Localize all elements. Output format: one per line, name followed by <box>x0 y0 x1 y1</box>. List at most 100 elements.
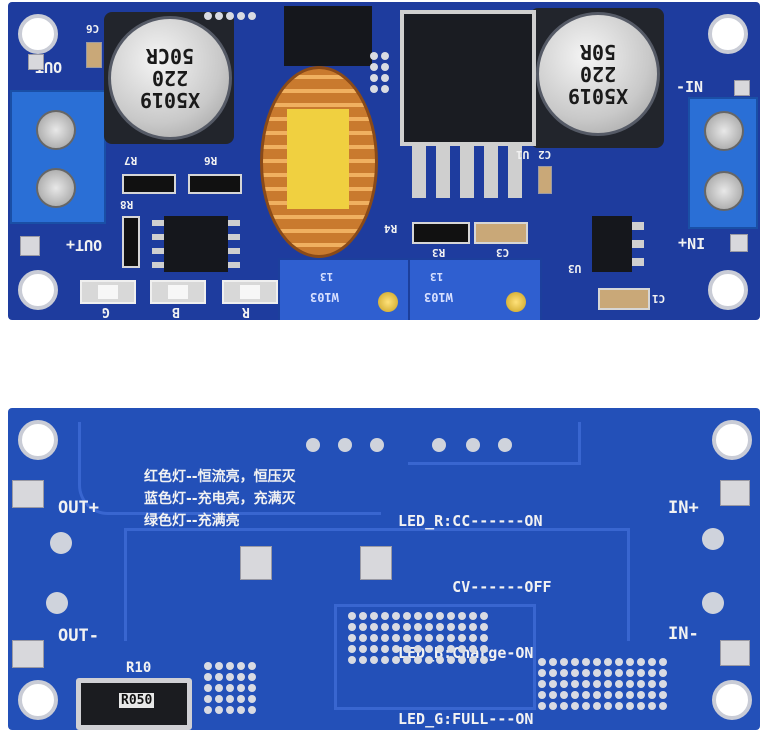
out-minus-label: OUT- <box>58 626 99 646</box>
cap-left-line3: 50CR <box>145 44 195 68</box>
resistor-r6 <box>188 174 242 194</box>
led-r-label: R <box>242 304 250 319</box>
regulator-pin <box>632 240 644 248</box>
diode-package <box>284 6 372 66</box>
mounting-hole-bottom-left <box>18 680 58 720</box>
regulator-pin <box>508 142 522 198</box>
note-blue: 蓝色灯--充电亮，充满灭 <box>144 491 296 507</box>
led-g-label: G <box>102 304 110 319</box>
via-array <box>204 12 256 20</box>
in-minus-label: IN- <box>668 624 699 644</box>
screw-icon <box>704 171 744 211</box>
c6-label: C6 <box>86 22 100 35</box>
ic-pin <box>152 220 164 226</box>
led-status-notes: LED_R:CC------ON CV------OFF LED_B:Charg… <box>398 466 552 730</box>
screw-icon <box>704 111 744 151</box>
note-red: 红色灯--恒流亮，恒压灭 <box>144 469 296 485</box>
copper-trace <box>124 528 630 641</box>
mounting-hole-top-right <box>712 420 752 460</box>
solder-pad <box>734 80 750 96</box>
via-array <box>538 658 667 710</box>
via <box>50 532 72 554</box>
out-plus-label: OUT+ <box>58 498 99 518</box>
potentiometer-right[interactable]: W103 13 <box>408 258 542 320</box>
in-minus-label: -IN <box>676 78 704 96</box>
mounting-hole-top-left <box>18 14 58 54</box>
cap-right-line3: 50R <box>579 40 617 64</box>
note-led-g: LED_G:FULL---ON <box>398 710 534 728</box>
solder-pad <box>28 54 44 70</box>
copper-trace <box>78 422 381 515</box>
solder-pad <box>240 546 272 580</box>
regulator-pin <box>632 258 644 266</box>
solder-pad-out-minus <box>12 640 44 668</box>
r10-label: R10 <box>126 660 152 676</box>
regulator-pin <box>484 142 498 198</box>
potentiometer-left[interactable]: W103 13 <box>278 258 410 320</box>
mounting-hole-top-right <box>708 14 748 54</box>
via <box>338 438 352 452</box>
mounting-hole-bottom-right <box>712 680 752 720</box>
resistor-r3 <box>412 222 470 244</box>
control-ic <box>164 216 228 272</box>
regulator-pin <box>460 142 474 198</box>
via-array <box>370 52 389 93</box>
ic-pin <box>228 220 240 226</box>
cap-left-line1: X5019 <box>139 88 201 112</box>
u3-label: U3 <box>568 262 582 275</box>
ic-pin <box>152 262 164 268</box>
ic-pin <box>228 248 240 254</box>
note-green: 绿色灯--充满亮 <box>144 513 240 529</box>
pot-left-label: W103 <box>310 290 339 304</box>
u1-label: U1 <box>516 148 530 161</box>
cap-right-line2: 220 <box>579 62 617 86</box>
r6-label: R6 <box>204 154 218 167</box>
r7-label: R7 <box>124 154 138 167</box>
solder-pad-in-minus <box>720 640 750 666</box>
smd-cap-c1 <box>598 288 650 310</box>
via <box>702 592 724 614</box>
led-blue <box>150 280 206 304</box>
via <box>370 438 384 452</box>
input-terminal-block <box>688 97 758 229</box>
via <box>306 438 320 452</box>
bottom-pcb-board: OUT+ OUT- IN+ IN- 红色灯--恒流亮，恒压灭 蓝色灯--充电亮，… <box>8 408 760 730</box>
via <box>466 438 480 452</box>
in-plus-label: IN+ <box>678 234 706 252</box>
output-terminal-block <box>10 90 106 224</box>
c1-label: C1 <box>652 292 666 305</box>
resistor-r7 <box>122 174 176 194</box>
smd-cap-c6 <box>86 42 102 68</box>
regulator-pin <box>436 142 450 198</box>
smd-cap-c2 <box>538 166 552 194</box>
via <box>432 438 446 452</box>
solder-pad <box>360 546 392 580</box>
cap-left-line2: 220 <box>151 66 189 90</box>
ic-pin <box>228 262 240 268</box>
solder-pad-in-plus <box>720 480 750 506</box>
pot-right-label: W103 <box>424 290 453 304</box>
r10-value: R050 <box>119 693 155 708</box>
mounting-hole-top-left <box>18 420 58 460</box>
solder-pad <box>730 234 748 252</box>
mounting-hole-bottom-left <box>18 270 58 310</box>
regulator-pin <box>412 142 426 198</box>
mounting-hole-bottom-right <box>708 270 748 310</box>
via <box>498 438 512 452</box>
via <box>46 592 68 614</box>
copper-trace <box>334 604 536 710</box>
inductor-core <box>287 109 349 209</box>
top-pcb-board: OUT- OUT+ -IN IN+ X5019 220 50CR C6 X501… <box>8 2 760 320</box>
out-plus-label: OUT+ <box>66 236 103 254</box>
ic-pin <box>152 248 164 254</box>
sense-resistor-r10: R050 <box>76 678 192 730</box>
chinese-led-notes: 红色灯--恒流亮，恒压灭 蓝色灯--充电亮，充满灭 绿色灯--充满亮 <box>144 466 296 532</box>
r4-label: R4 <box>384 222 398 235</box>
regulator-u1 <box>400 10 536 146</box>
ic-pin <box>152 234 164 240</box>
led-red <box>222 280 278 304</box>
adjust-screw-icon[interactable] <box>378 292 398 312</box>
ic-pin <box>228 234 240 240</box>
adjust-screw-icon[interactable] <box>506 292 526 312</box>
pot-left-sub: 13 <box>320 270 334 283</box>
